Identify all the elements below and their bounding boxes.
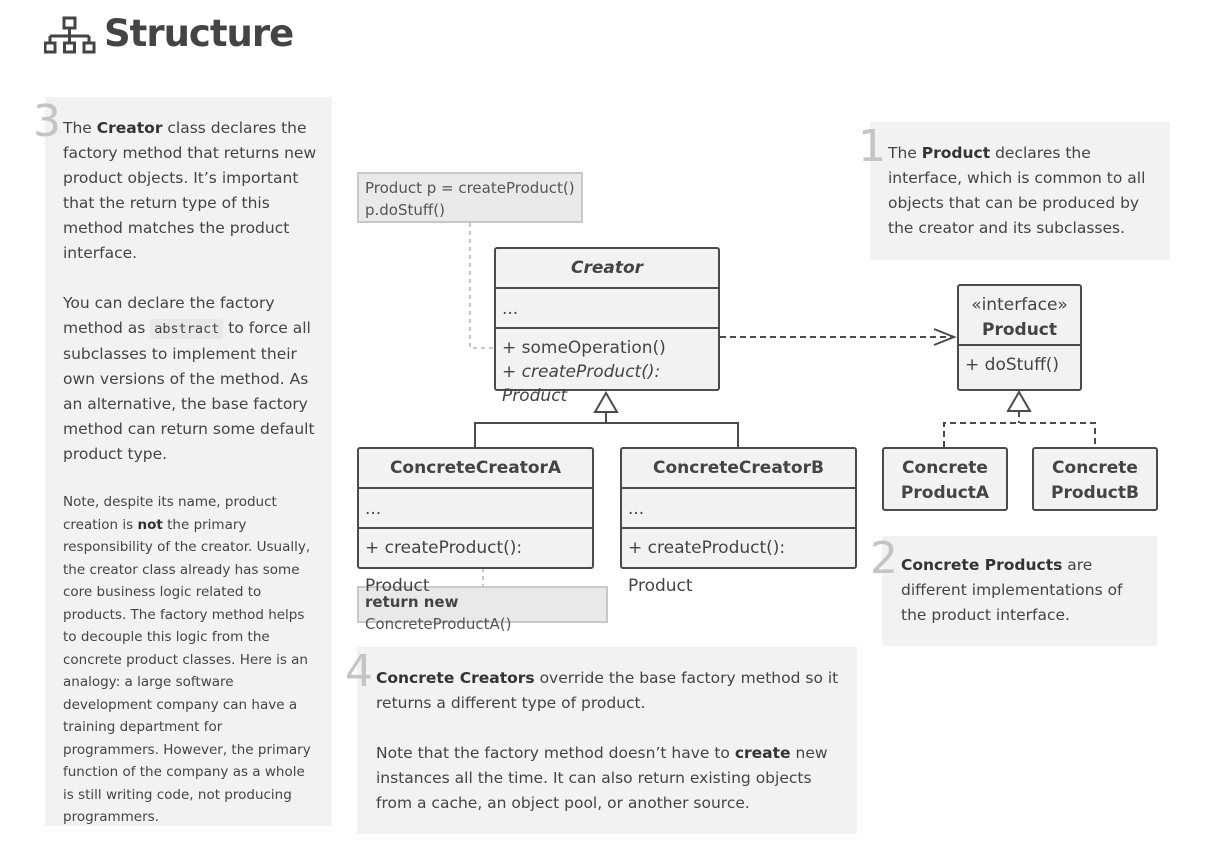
class-creator-fields: ... xyxy=(496,287,718,327)
note-number-4: 4 xyxy=(345,646,373,697)
class-concrete-product-b: Concrete ProductB xyxy=(1032,447,1158,511)
class-concrete-product-b-name-line: Concrete xyxy=(1052,458,1138,478)
inheritance-triangle xyxy=(593,391,619,413)
note-number-1: 1 xyxy=(858,121,886,172)
note-creator-paragraph-3: Note, despite its name, product creation… xyxy=(63,494,311,825)
interface-stereotype: «interface» xyxy=(971,295,1068,315)
realization-triangle xyxy=(1006,390,1032,412)
page-title: Structure xyxy=(104,12,294,55)
structure-icon xyxy=(44,16,96,54)
class-concrete-creator-a-name: ConcreteCreatorA xyxy=(389,458,562,478)
dependency-arrow-head xyxy=(933,328,957,346)
class-concrete-product-a-name-line: ProductA xyxy=(900,483,990,503)
note-concrete-creators-text: Concrete Creators override the base fact… xyxy=(376,666,846,816)
class-concrete-creator-a-fields: ... xyxy=(359,487,592,527)
code-note-line: Product p = createProduct() xyxy=(365,179,575,197)
note-concrete-products xyxy=(882,536,1157,646)
note-creator xyxy=(45,97,332,826)
interface-product-header: «interface» Product xyxy=(959,286,1080,344)
note-concrete-creators-paragraph-1: Concrete Creators override the base fact… xyxy=(376,669,839,712)
note-product xyxy=(870,122,1170,260)
class-concrete-creator-b-name: ConcreteCreatorB xyxy=(653,458,824,478)
code-note-line: p.doStuff() xyxy=(365,201,445,219)
class-concrete-creator-b-method: + createProduct(): Product xyxy=(622,527,855,596)
class-concrete-product-b-name-line: ProductB xyxy=(1051,483,1139,503)
class-creator-name: Creator xyxy=(570,258,644,278)
note-creator-paragraph-1: The Creator class declares the factory m… xyxy=(63,119,317,262)
class-concrete-product-a-name-line: Concrete xyxy=(902,458,988,478)
code-note-1-connector xyxy=(469,223,494,349)
note-number-3: 3 xyxy=(33,96,61,147)
class-creator: Creator ... + someOperation() + createPr… xyxy=(494,247,720,406)
class-concrete-creator-b: ConcreteCreatorB ... + createProduct(): … xyxy=(620,447,857,596)
class-concrete-product-a: Concrete ProductA xyxy=(882,447,1008,511)
note-concrete-creators-paragraph-2: Note that the factory method doesn’t hav… xyxy=(376,744,828,812)
interface-product: «interface» Product + doStuff() xyxy=(957,284,1082,391)
class-concrete-creator-a: ConcreteCreatorA ... + createProduct(): … xyxy=(357,447,594,596)
note-number-2: 2 xyxy=(870,533,898,584)
class-creator-methods: + someOperation() + createProduct(): Pro… xyxy=(496,327,718,408)
note-product-text: The Product declares the interface, whic… xyxy=(888,144,1146,237)
note-creator-text: The Creator class declares the factory m… xyxy=(63,116,319,829)
realization-lines xyxy=(943,422,1096,447)
code-note-client: Product p = createProduct() p.doStuff() xyxy=(357,172,583,223)
note-concrete-creators xyxy=(357,647,857,834)
note-concrete-products-text: Concrete Products are different implemen… xyxy=(901,556,1123,624)
note-creator-paragraph-2: You can declare the factory method as ab… xyxy=(63,294,315,463)
class-concrete-creator-b-fields: ... xyxy=(622,487,855,527)
method-do-stuff: + doStuff() xyxy=(959,344,1080,384)
code-note-return: return new ConcreteProductA() xyxy=(357,586,608,633)
method-some-operation: + someOperation() xyxy=(502,338,666,358)
method-create-product: + createProduct(): Product xyxy=(502,362,661,406)
inheritance-lines xyxy=(474,422,739,447)
class-concrete-creator-a-method: + createProduct(): Product xyxy=(359,527,592,596)
abstract-keyword: abstract xyxy=(150,319,224,339)
interface-product-name: Product xyxy=(982,320,1057,340)
